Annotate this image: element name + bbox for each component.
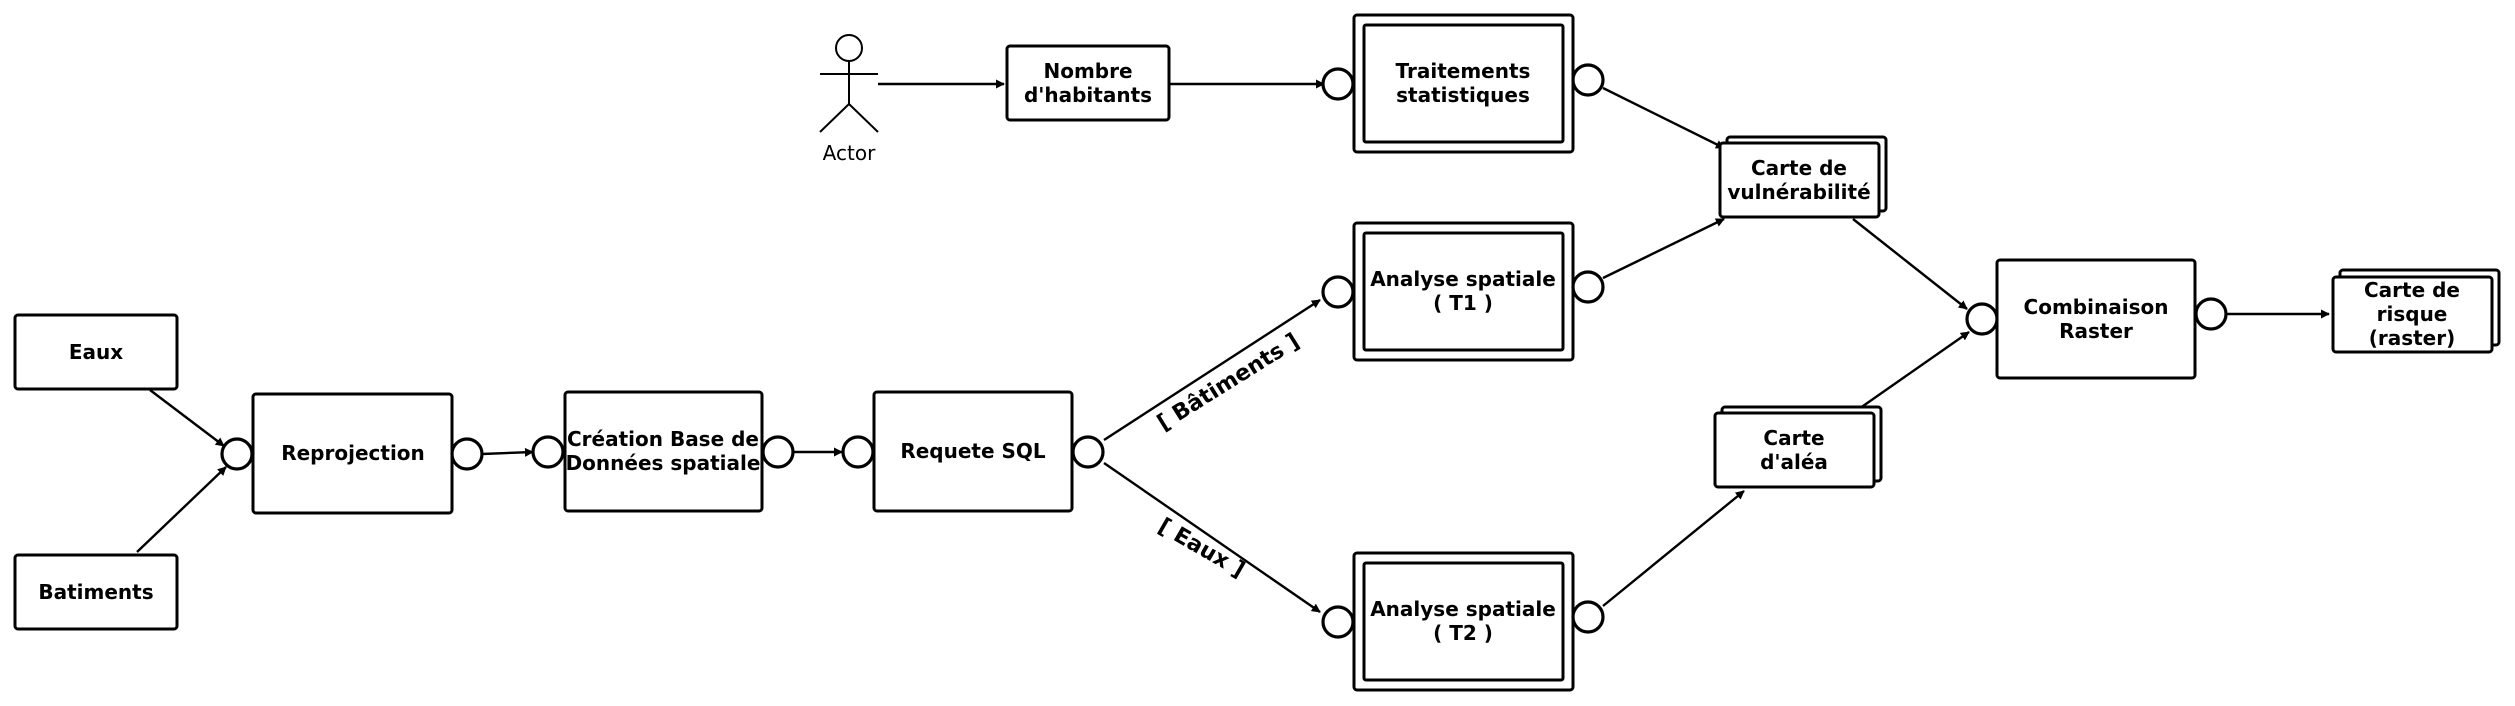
label-line: Reprojection: [281, 441, 425, 465]
label-line: Eaux: [69, 340, 123, 364]
edge-traitements-vulnerabilite: [1602, 86, 1725, 150]
edge-analyse-t1-vulnerabilite: [1602, 217, 1725, 280]
actor-label: Actor: [823, 141, 876, 165]
label-line: d'habitants: [1024, 83, 1152, 107]
edge-requete-analyse-t2: [1103, 462, 1321, 613]
node-batiments-label: Batiments: [38, 580, 153, 604]
pin-requete-in[interactable]: [841, 435, 875, 469]
pin-creation-in[interactable]: [531, 435, 565, 469]
label-line: Analyse spatiale: [1370, 597, 1556, 621]
node-eaux[interactable]: Eaux: [13, 313, 179, 391]
pin-traitements-in[interactable]: [1321, 67, 1355, 101]
pin-analyse-t2-out[interactable]: [1571, 600, 1605, 634]
label-line: statistiques: [1396, 83, 1530, 107]
label-line: vulnérabilité: [1727, 180, 1870, 204]
label-line: d'aléa: [1760, 450, 1828, 474]
node-eaux-label: Eaux: [69, 340, 123, 364]
pin-combinaison-out[interactable]: [2194, 297, 2228, 331]
edge-vulnerabilite-combinaison: [1852, 218, 1968, 310]
actor-left-leg: [819, 103, 850, 133]
pin-creation-out[interactable]: [761, 435, 795, 469]
pin-analyse-t2-in[interactable]: [1321, 605, 1355, 639]
pins: [220, 63, 2228, 639]
edge-analyse-t2-alea: [1602, 490, 1745, 607]
label-line: Données spatiale: [566, 451, 761, 475]
edge-requete-analyse-t1: [1103, 298, 1321, 442]
edge-eaux-reprojection: [149, 389, 225, 447]
actor-head-icon: [835, 34, 863, 62]
pin-analyse-t1-in[interactable]: [1321, 275, 1355, 309]
pin-analyse-t1-out[interactable]: [1571, 270, 1605, 304]
node-reprojection-label: Reprojection: [281, 441, 425, 465]
label-line: ( T1 ): [1433, 291, 1493, 315]
label-line: Carte: [1763, 426, 1824, 450]
label-line: risque: [2377, 302, 2448, 326]
actor: Actor: [819, 34, 879, 165]
label-line: Carte de: [2364, 278, 2460, 302]
label-line: Carte de: [1751, 156, 1847, 180]
edge-alea-combinaison: [1852, 331, 1970, 414]
edges: [136, 79, 2330, 613]
node-analyse-spatiale-t2[interactable]: Analyse spatiale( T2 ): [1352, 551, 1575, 692]
label-line: Batiments: [38, 580, 153, 604]
node-requete-sql[interactable]: Requete SQL: [872, 390, 1074, 513]
guard-eaux: [ Eaux ]: [1154, 514, 1249, 583]
actor-right-leg: [848, 103, 879, 133]
label-line: ( T2 ): [1433, 621, 1493, 645]
pin-reprojection-in[interactable]: [220, 437, 254, 471]
pin-combinaison-in[interactable]: [1965, 302, 1999, 336]
pin-reprojection-out[interactable]: [450, 437, 484, 471]
label-line: Analyse spatiale: [1370, 267, 1556, 291]
label-line: Création Base de: [567, 427, 759, 451]
label-line: Requete SQL: [900, 439, 1046, 463]
label-line: Nombre: [1043, 59, 1132, 83]
guard-batiments: [ Bâtiments ]: [1153, 329, 1304, 436]
label-line: Traitements: [1396, 59, 1531, 83]
node-analyse-spatiale-t2-label: Analyse spatiale( T2 ): [1370, 597, 1556, 645]
label-line: Raster: [2059, 319, 2133, 343]
node-requete-sql-label: Requete SQL: [900, 439, 1046, 463]
node-analyse-spatiale-t1-label: Analyse spatiale( T1 ): [1370, 267, 1556, 315]
label-line: (raster): [2369, 326, 2456, 350]
pin-requete-out[interactable]: [1071, 435, 1105, 469]
node-batiments[interactable]: Batiments: [13, 553, 179, 631]
node-analyse-spatiale-t1[interactable]: Analyse spatiale( T1 ): [1352, 221, 1575, 362]
pin-traitements-out[interactable]: [1571, 63, 1605, 97]
label-line: Combinaison: [2024, 295, 2169, 319]
edge-batiments-reprojection: [136, 466, 227, 553]
node-reprojection[interactable]: Reprojection: [251, 392, 454, 515]
edge-reprojection-creation: [481, 447, 534, 457]
